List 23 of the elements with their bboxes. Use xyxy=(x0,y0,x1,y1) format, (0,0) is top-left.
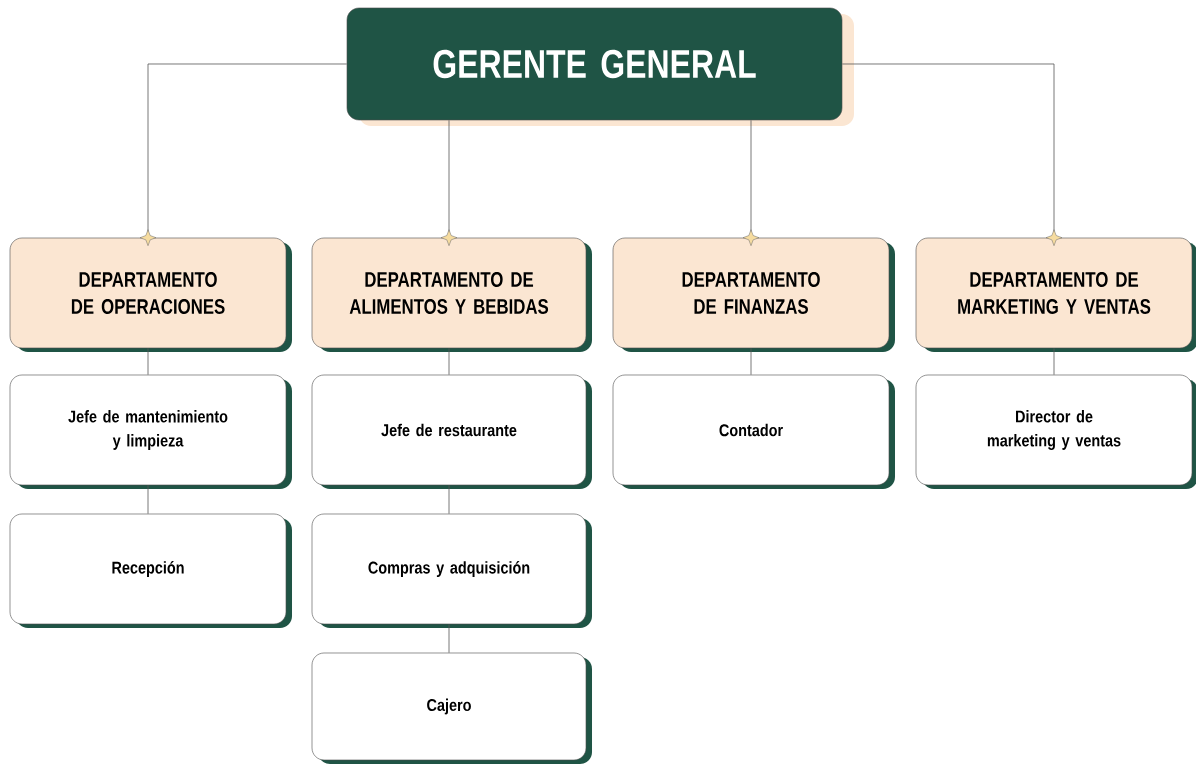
connector xyxy=(742,119,760,246)
connector xyxy=(147,484,149,515)
role-box: Director de marketing y ventas xyxy=(915,374,1196,489)
role-box: Compras y adquisición xyxy=(311,513,592,628)
connector xyxy=(1053,347,1055,376)
connector xyxy=(139,63,348,246)
connector xyxy=(841,63,1063,246)
department-box: DEPARTAMENTO DE FINANZAS xyxy=(612,237,895,352)
top-box: GERENTE GENERAL xyxy=(346,7,854,126)
role-box: Jefe de restaurante xyxy=(311,374,592,489)
connector xyxy=(448,623,450,654)
connector xyxy=(448,347,450,376)
connector xyxy=(448,484,450,515)
connector xyxy=(440,119,458,246)
role-box: Cajero xyxy=(311,652,592,764)
role-box: Jefe de mantenimiento y limpieza xyxy=(9,374,292,489)
role-box: Contador xyxy=(612,374,895,489)
department-box: DEPARTAMENTO DE MARKETING Y VENTAS xyxy=(915,237,1196,352)
connector xyxy=(147,347,149,376)
connector xyxy=(750,347,752,376)
department-box: DEPARTAMENTO DE OPERACIONES xyxy=(9,237,292,352)
role-box: Recepción xyxy=(9,513,292,628)
department-box: DEPARTAMENTO DE ALIMENTOS Y BEBIDAS xyxy=(311,237,592,352)
